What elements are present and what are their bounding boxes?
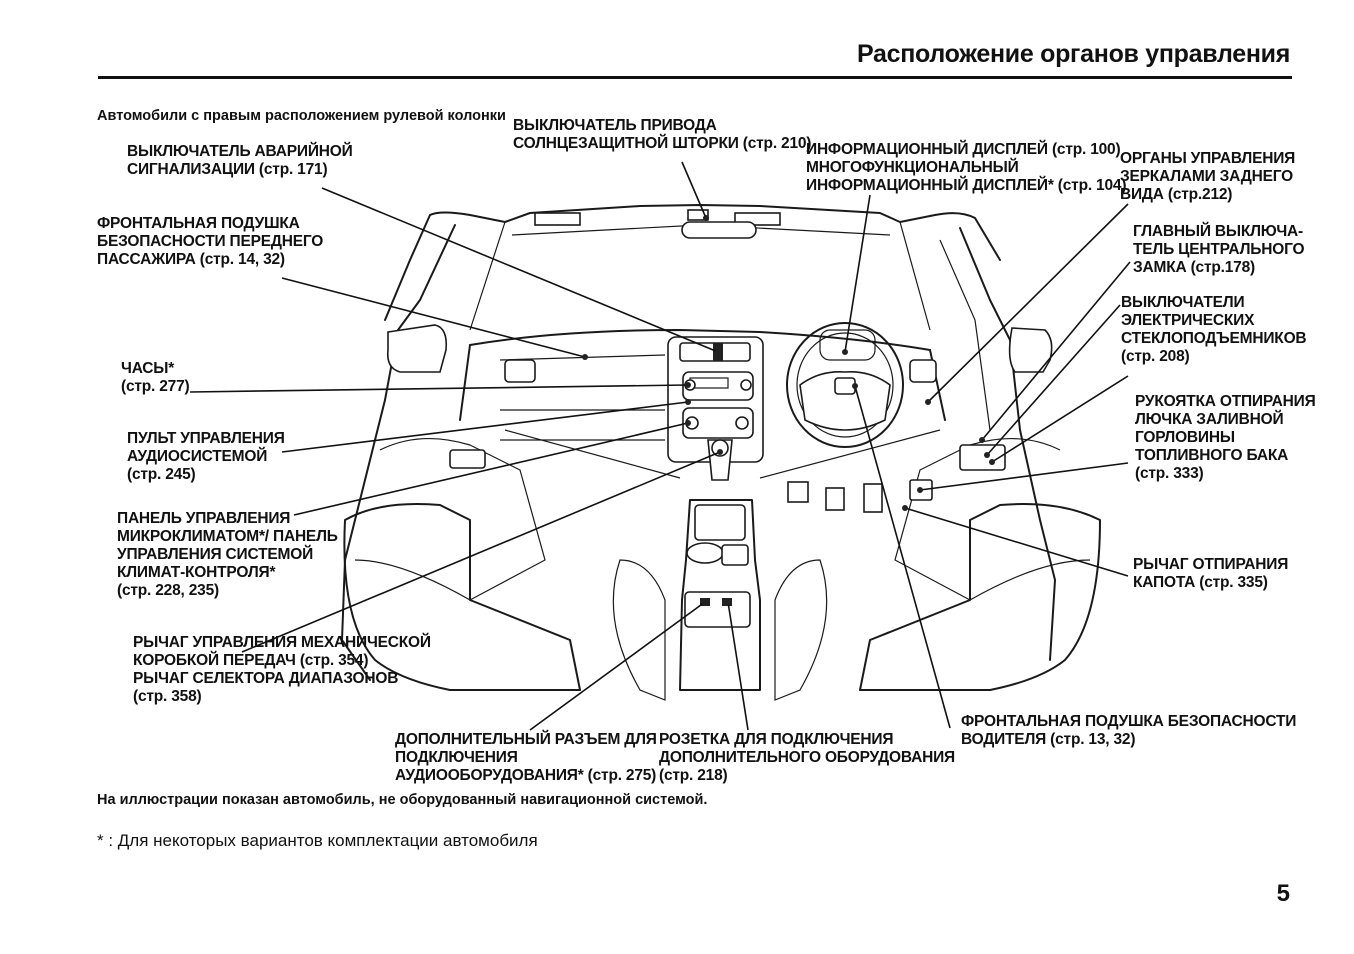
- label-power-socket: РОЗЕТКА ДЛЯ ПОДКЛЮЧЕНИЯ ДОПОЛНИТЕЛЬНОГО …: [659, 731, 955, 784]
- leader-dots: [582, 215, 995, 605]
- label-driver-airbag: ФРОНТАЛЬНАЯ ПОДУШКА БЕЗОПАСНОСТИ ВОДИТЕЛ…: [961, 713, 1297, 748]
- subheading: Автомобили с правым расположением рулево…: [97, 108, 506, 124]
- leader-lines: [189, 161, 1131, 731]
- label-gear-lever: РЫЧАГ УПРАВЛЕНИЯ МЕХАНИЧЕСКОЙ КОРОБКОЙ П…: [133, 634, 431, 705]
- label-hood-release: РЫЧАГ ОТПИРАНИЯ КАПОТА (стр. 335): [1133, 556, 1289, 591]
- label-climate-panel: ПАНЕЛЬ УПРАВЛЕНИЯ МИКРОКЛИМАТОМ*/ ПАНЕЛЬ…: [117, 510, 338, 599]
- label-window-switches: ВЫКЛЮЧАТЕЛИ ЭЛЕКТРИЧЕСКИХ СТЕКЛОПОДЪЕМНИ…: [1121, 294, 1307, 365]
- label-fuel-lid: РУКОЯТКА ОТПИРАНИЯ ЛЮЧКА ЗАЛИВНОЙ ГОРЛОВ…: [1135, 393, 1316, 482]
- label-mirror-controls: ОРГАНЫ УПРАВЛЕНИЯ ЗЕРКАЛАМИ ЗАДНЕГО ВИДА…: [1120, 150, 1296, 203]
- page-title: Расположение органов управления: [857, 40, 1290, 68]
- page-number: 5: [1276, 880, 1290, 907]
- illustration-note: На иллюстрации показан автомобиль, не об…: [97, 792, 708, 808]
- label-aux-jack: ДОПОЛНИТЕЛЬНЫЙ РАЗЪЕМ ДЛЯ ПОДКЛЮЧЕНИЯ АУ…: [395, 731, 657, 784]
- label-info-display: ИНФОРМАЦИОННЫЙ ДИСПЛЕЙ (стр. 100) МНОГОФ…: [806, 141, 1127, 194]
- footnote: * : Для некоторых вариантов комплектации…: [97, 831, 538, 850]
- label-sunshade-switch: ВЫКЛЮЧАТЕЛЬ ПРИВОДА СОЛНЦЕЗАЩИТНОЙ ШТОРК…: [513, 117, 812, 152]
- label-hazard-switch: ВЫКЛЮЧАТЕЛЬ АВАРИЙНОЙ СИГНАЛИЗАЦИИ (стр.…: [127, 143, 353, 178]
- title-rule: [98, 76, 1292, 79]
- label-audio-panel: ПУЛЬТ УПРАВЛЕНИЯ АУДИОСИСТЕМОЙ (стр. 245…: [127, 430, 285, 483]
- label-central-lock: ГЛАВНЫЙ ВЫКЛЮЧА- ТЕЛЬ ЦЕНТРАЛЬНОГО ЗАМКА…: [1133, 223, 1305, 276]
- label-clock: ЧАСЫ* (стр. 277): [121, 360, 190, 395]
- label-passenger-airbag: ФРОНТАЛЬНАЯ ПОДУШКА БЕЗОПАСНОСТИ ПЕРЕДНЕ…: [97, 215, 324, 268]
